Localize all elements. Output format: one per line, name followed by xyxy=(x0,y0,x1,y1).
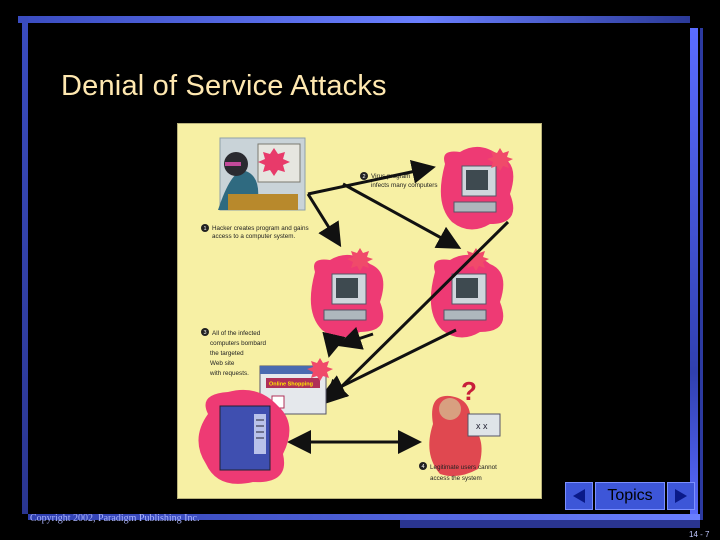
step3-caption-line3: the targeted xyxy=(210,350,244,357)
slide-title: Denial of Service Attacks xyxy=(61,70,387,102)
infected-computer-icon xyxy=(440,146,514,230)
infected-computer-icon xyxy=(310,248,384,338)
svg-text:x x: x x xyxy=(476,421,488,431)
step1-bullet xyxy=(201,224,209,232)
step1-caption-line2: access to a computer system. xyxy=(212,233,296,240)
triangle-left-icon xyxy=(572,489,585,503)
dos-attack-illustration: 1 Hacker creates program and gains acces… xyxy=(177,123,542,499)
slide-frame-bottom xyxy=(28,514,700,520)
step3-caption-line2: computers bombard xyxy=(210,340,266,347)
topics-button[interactable]: Topics xyxy=(594,482,666,510)
step2-caption-line2: infects many computers xyxy=(371,182,438,189)
infection-burst-icon xyxy=(258,148,290,176)
triangle-right-icon xyxy=(675,489,688,503)
previous-slide-button[interactable] xyxy=(565,482,593,510)
step2-bullet xyxy=(360,172,368,180)
infection-burst-icon xyxy=(307,358,333,381)
hacker-scene xyxy=(218,137,306,211)
slide-frame-bottom-accent xyxy=(400,520,700,528)
page-number: 14 - 7 xyxy=(689,530,710,539)
step3-caption-line4: Web site xyxy=(210,360,235,367)
site-label: Online Shopping xyxy=(269,382,313,388)
step3-number: 3 xyxy=(204,330,207,336)
slide-navigation: Topics xyxy=(565,482,696,510)
slide-frame-left xyxy=(22,16,28,514)
slide-frame-right xyxy=(690,28,698,520)
step3-caption-line5: with requests. xyxy=(209,370,249,377)
step4-caption-line2: access the system xyxy=(430,475,482,482)
dos-diagram-svg: 1 Hacker creates program and gains acces… xyxy=(198,137,514,484)
infected-computer-icon xyxy=(430,248,504,338)
next-slide-button[interactable] xyxy=(667,482,696,510)
step4-bullet xyxy=(419,462,427,470)
frustrated-user-icon: x x xyxy=(429,395,501,477)
copyright-notice: Copyright 2002, Paradigm Publishing Inc. xyxy=(30,513,200,524)
step2-number: 2 xyxy=(363,174,366,180)
web-server-icon xyxy=(198,389,290,484)
attack-arrows xyxy=(287,160,510,454)
slide-frame-top xyxy=(18,16,690,23)
question-mark-icon: ? xyxy=(461,376,477,406)
step4-caption-line1: Legitimate users cannot xyxy=(430,464,497,471)
step1-number: 1 xyxy=(204,226,207,232)
step4-number: 4 xyxy=(422,464,425,470)
step3-bullet xyxy=(201,328,209,336)
step3-caption-line1: All of the infected xyxy=(212,330,261,337)
slide-frame-right-inner xyxy=(700,28,703,520)
step1-caption-line1: Hacker creates program and gains xyxy=(212,225,309,232)
